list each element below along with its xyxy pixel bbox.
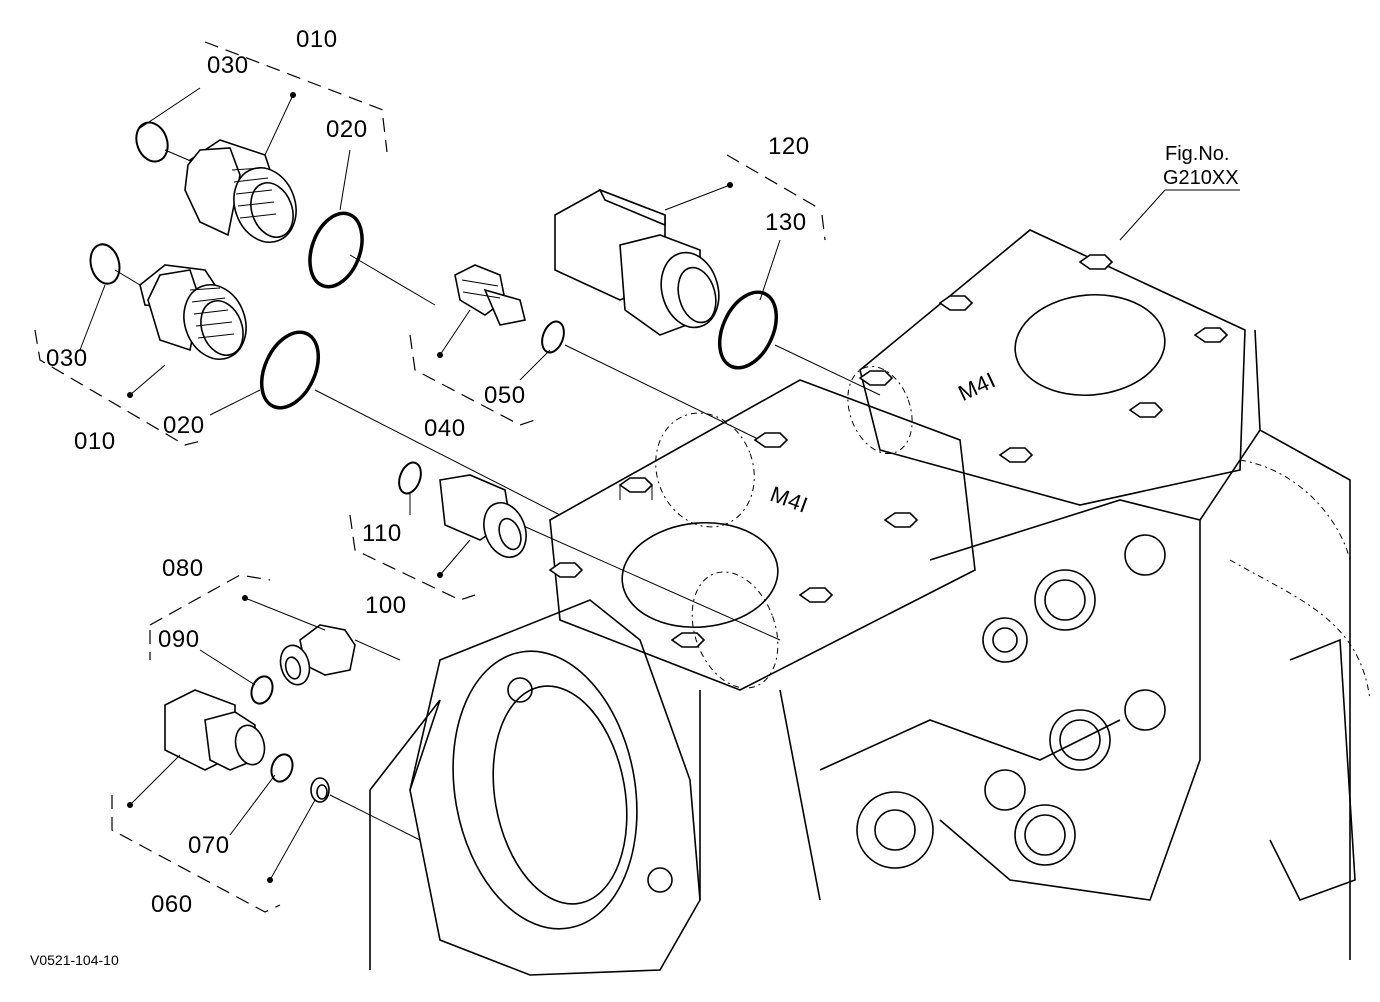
assembly-bracket-080 [149, 574, 271, 660]
o-ring-030-lower [89, 243, 121, 285]
label-130[interactable]: 130 [765, 209, 807, 236]
label-020-top[interactable]: 020 [326, 116, 368, 143]
assembly-axis-lines [114, 149, 881, 841]
o-ring-110 [398, 461, 422, 495]
o-ring-020-lower [259, 330, 321, 410]
adapter-fitting-upper[interactable] [184, 139, 306, 251]
label-050[interactable]: 050 [484, 382, 526, 409]
fitting-100[interactable] [439, 474, 533, 563]
o-ring-030-upper [135, 121, 169, 163]
label-110[interactable]: 110 [362, 520, 402, 547]
label-030-left[interactable]: 030 [46, 345, 88, 372]
assembly-bracket-060 [111, 795, 281, 913]
dash-dot-phantom-lines [655, 365, 1371, 701]
o-ring-020-upper [308, 211, 364, 289]
label-120[interactable]: 120 [768, 133, 810, 160]
assembly-bracket-010-bottom [34, 329, 206, 446]
label-010-top[interactable]: 010 [296, 26, 338, 53]
label-040[interactable]: 040 [424, 415, 466, 442]
label-leader-lines [79, 87, 1240, 881]
fitting-080[interactable] [276, 624, 356, 688]
leader-dots [127, 92, 733, 883]
adapter-fitting-lower[interactable] [139, 264, 256, 368]
label-070[interactable]: 070 [188, 832, 230, 859]
sensor-060[interactable] [164, 689, 269, 771]
plug-040[interactable] [454, 264, 526, 326]
label-100[interactable]: 100 [365, 592, 407, 619]
o-ring-130 [717, 290, 779, 370]
hex-bolts [548, 254, 1229, 648]
assembly-bracket-100 [349, 514, 476, 601]
housing-bosses [856, 534, 1166, 869]
figure-number-label: Fig.No. [1165, 143, 1230, 165]
label-080[interactable]: 080 [162, 555, 204, 582]
figure-number-value: G210XX [1163, 167, 1239, 189]
o-ring-090 [250, 675, 274, 705]
label-020-bottom[interactable]: 020 [163, 412, 205, 439]
label-090[interactable]: 090 [158, 626, 200, 653]
drawing-code: V0521-104-10 [30, 952, 119, 968]
o-ring-070 [270, 753, 294, 783]
label-060[interactable]: 060 [151, 891, 193, 918]
sensor-120[interactable] [554, 188, 727, 336]
o-ring-050 [541, 320, 565, 354]
label-010-bottom[interactable]: 010 [74, 428, 116, 455]
label-030-top[interactable]: 030 [207, 52, 249, 79]
assembly-bracket-040 [409, 334, 536, 426]
plug-060-small [310, 777, 330, 803]
assembly-bracket-120 [726, 154, 826, 241]
pump-housing [369, 229, 1356, 976]
assembly-bracket-010-top [204, 41, 388, 153]
